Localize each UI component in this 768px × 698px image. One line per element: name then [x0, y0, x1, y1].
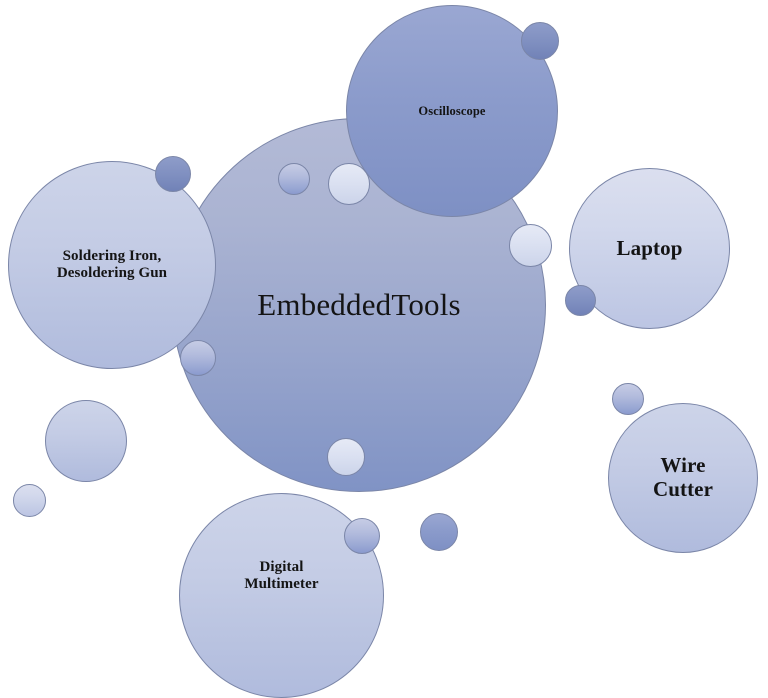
bubble-oscilloscope-label: Oscilloscope: [418, 104, 486, 118]
bubble-diagram-canvas: Oscilloscope EmbeddedTools Soldering Iro…: [8, 5, 758, 698]
bubble-wire-cutter-line-1: Wire: [660, 453, 706, 478]
bubble-wire-cutter-label: Wire Cutter: [653, 454, 713, 501]
bubble-soldering-iron-line-1: Soldering Iron,: [62, 248, 162, 265]
decorative-bubble-center-bottom: [327, 438, 365, 476]
decorative-bubble-soldering-corner: [155, 156, 191, 192]
bubble-soldering-iron-label: Soldering Iron, Desoldering Gun: [57, 248, 167, 282]
decorative-bubble-laptop-corner: [565, 285, 596, 316]
decorative-bubble-left-lower: [45, 400, 127, 482]
bubble-soldering-iron[interactable]: Soldering Iron, Desoldering Gun: [8, 161, 216, 369]
decorative-bubble-multimeter-corner: [344, 518, 380, 554]
bubble-wire-cutter[interactable]: Wire Cutter: [608, 403, 758, 553]
bubble-wire-cutter-line-2: Cutter: [652, 477, 714, 501]
decorative-bubble-small-far-left: [13, 484, 46, 517]
decorative-bubble-center-top-left: [278, 163, 310, 195]
bubble-digital-multimeter-line-2: Multimeter: [244, 575, 319, 592]
bubble-center-label: EmbeddedTools: [257, 286, 461, 322]
bubble-laptop-label: Laptop: [616, 235, 683, 260]
decorative-bubble-center-right-edge: [509, 224, 552, 267]
bubble-digital-multimeter-line-1: Digital: [259, 558, 304, 575]
decorative-bubble-bottom-center: [420, 513, 458, 551]
decorative-bubble-oscilloscope-corner: [521, 22, 559, 60]
decorative-bubble-wire-cutter-corner: [612, 383, 644, 415]
bubble-soldering-iron-line-2: Desoldering Gun: [56, 265, 168, 281]
bubble-digital-multimeter-label: Digital Multimeter: [244, 559, 318, 593]
decorative-bubble-center-left-edge: [180, 340, 216, 376]
